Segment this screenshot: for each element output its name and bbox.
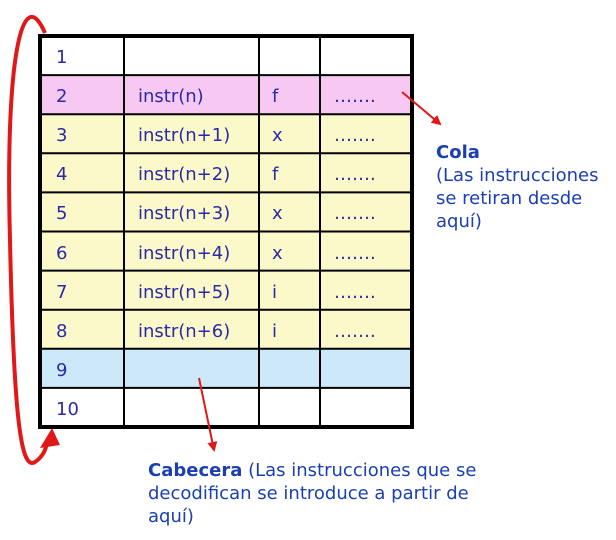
row-index: 1 — [56, 47, 68, 68]
row-instruction: instr(n+5) — [138, 281, 231, 303]
row-type: f — [272, 164, 279, 186]
table-row — [40, 348, 412, 388]
row-extra: ……. — [334, 86, 376, 108]
row-type: i — [272, 320, 278, 342]
cabecera-line-3: aquí) — [148, 506, 194, 527]
row-instruction: instr(n+1) — [138, 125, 231, 147]
table-border — [38, 34, 414, 429]
row-index: 7 — [56, 281, 68, 303]
table-row — [40, 153, 412, 193]
wraparound-arrow — [7, 15, 50, 465]
table-row — [40, 114, 412, 154]
row-extra: ……. — [334, 281, 376, 303]
row-index: 2 — [56, 86, 68, 108]
row-extra: ……. — [334, 242, 376, 264]
cola-arrow — [401, 91, 442, 126]
table-grid — [38, 34, 414, 429]
table-rows — [40, 36, 412, 427]
table-row — [40, 309, 412, 349]
row-index: 5 — [56, 203, 68, 225]
row-extra: ……. — [334, 164, 376, 186]
table-row — [40, 387, 412, 427]
row-extra: ……. — [334, 125, 376, 147]
row-instruction: instr(n+2) — [138, 164, 231, 186]
table-row — [40, 192, 412, 232]
cola-note: Cola (Las instrucciones se retiran desde… — [436, 141, 614, 233]
wraparound-arrowhead — [40, 428, 60, 448]
cabecera-arrow — [198, 377, 218, 452]
row-index: 4 — [56, 164, 68, 186]
row-type: f — [272, 86, 279, 108]
row-instruction: instr(n) — [138, 86, 204, 108]
cola-line-2: se retiran desde — [436, 188, 583, 209]
row-extra: ……. — [334, 320, 376, 342]
cola-line-1: (Las instrucciones — [436, 165, 599, 186]
row-type: x — [272, 125, 283, 147]
table-row — [40, 270, 412, 310]
row-type: x — [272, 203, 283, 225]
cola-title: Cola — [436, 142, 480, 163]
cabecera-line-1: (Las instrucciones que se — [248, 460, 477, 481]
table-row — [40, 75, 412, 115]
table-row — [40, 36, 412, 76]
row-index: 8 — [56, 320, 68, 342]
cabecera-note: Cabecera (Las instrucciones que se decod… — [148, 459, 528, 528]
row-instruction: instr(n+4) — [138, 242, 231, 264]
row-extra: ……. — [334, 203, 376, 225]
cabecera-title: Cabecera — [148, 460, 243, 481]
row-index: 3 — [56, 125, 68, 147]
row-type: i — [272, 281, 278, 303]
row-type: x — [272, 242, 283, 264]
row-index: 10 — [56, 398, 79, 420]
row-instruction: instr(n+3) — [138, 203, 231, 225]
row-index: 6 — [56, 242, 68, 264]
row-instruction: instr(n+6) — [138, 320, 231, 342]
cola-line-3: aquí) — [436, 211, 482, 232]
row-index: 9 — [56, 359, 68, 381]
cabecera-line-2: decodifican se introduce a partir de — [148, 483, 469, 504]
table-row — [40, 231, 412, 271]
